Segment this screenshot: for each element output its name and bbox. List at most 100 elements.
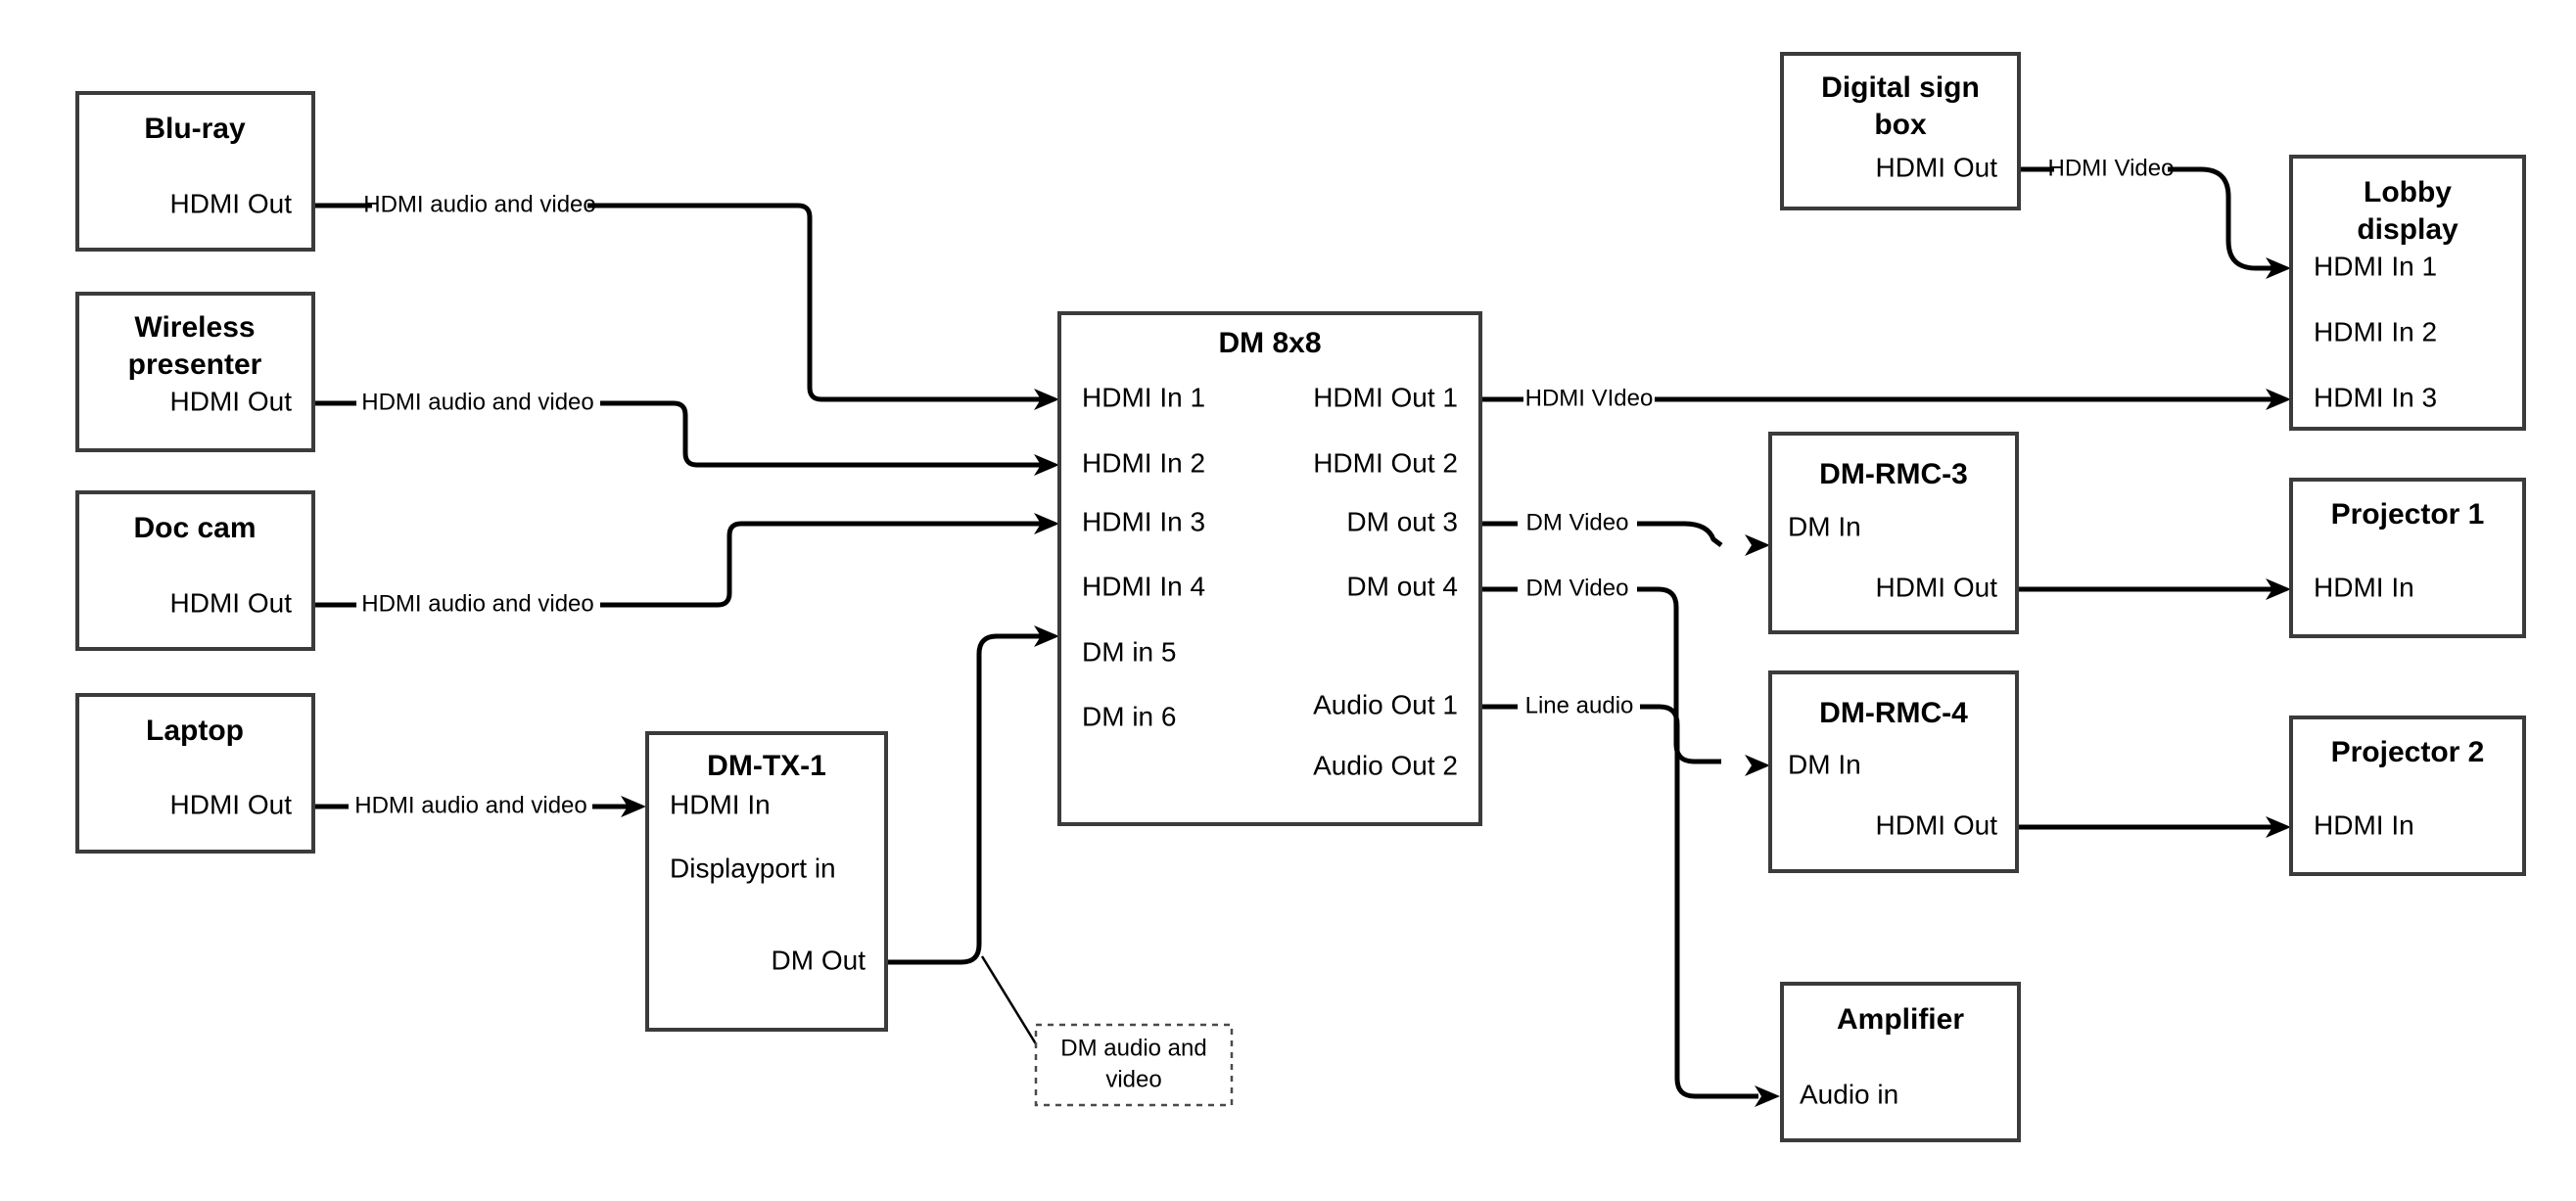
- device-lobby-display-box[interactable]: [2289, 155, 2526, 431]
- device-amplifier[interactable]: Amplifier Audio in: [1780, 982, 2021, 1142]
- device-wireless-presenter[interactable]: Wireless presenter HDMI Out: [75, 292, 315, 452]
- port-lobby-hdmi-in-2: HDMI In 2: [2314, 316, 2437, 346]
- device-lobby-display-title-line2: display: [2357, 213, 2459, 246]
- callout-dm-audio-and-video-box: [1034, 1023, 1234, 1107]
- port-laptop-hdmi-out: HDMI Out: [170, 789, 293, 819]
- callout-dm-audio-and-video-line1: DM audio and: [1060, 1035, 1206, 1061]
- port-dm8x8-hdmi-in-1: HDMI In 1: [1082, 382, 1205, 412]
- device-dm-tx-1-box[interactable]: [645, 731, 888, 1032]
- wire-dm8x8-dmout3-to-rmc3: DM Video: [1480, 509, 1770, 556]
- wire-label-bluray: HDMI audio and video: [363, 191, 595, 217]
- wire-label-laptop: HDMI audio and video: [354, 792, 586, 818]
- device-wireless-presenter-title-line1: Wireless: [134, 311, 255, 344]
- device-digital-sign-box[interactable]: Digital sign box HDMI Out: [1780, 52, 2021, 210]
- device-laptop-box[interactable]: [75, 693, 315, 854]
- port-dm8x8-hdmi-in-3: HDMI In 3: [1082, 506, 1205, 536]
- port-rmc4-hdmi-out: HDMI Out: [1876, 809, 1998, 840]
- wire-laptop-to-dmtx1: HDMI audio and video: [313, 792, 646, 818]
- device-laptop-title: Laptop: [146, 715, 244, 747]
- device-bluray-box[interactable]: [75, 91, 315, 252]
- wire-label-wireless: HDMI audio and video: [361, 389, 593, 415]
- device-amplifier-title: Amplifier: [1837, 1003, 1964, 1036]
- wire-digitalsign-to-lobby: HDMI Video: [2019, 155, 2291, 279]
- wire-dmtx1-to-dm8x8: [886, 625, 1059, 965]
- wire-rmc4-to-projector2: [2017, 816, 2291, 838]
- device-doc-cam-title: Doc cam: [133, 512, 256, 544]
- port-dm8x8-audio-out-2: Audio Out 2: [1313, 750, 1458, 780]
- port-dm8x8-hdmi-out-2: HDMI Out 2: [1313, 447, 1458, 478]
- port-bluray-hdmi-out: HDMI Out: [170, 188, 293, 218]
- device-dm-rmc-3[interactable]: DM-RMC-3 DM In HDMI Out: [1768, 432, 2019, 634]
- port-lobby-hdmi-in-3: HDMI In 3: [2314, 382, 2437, 412]
- device-lobby-display-title-line1: Lobby: [2364, 176, 2452, 208]
- device-dm-rmc-4[interactable]: DM-RMC-4 DM In HDMI Out: [1768, 670, 2019, 873]
- port-doccam-hdmi-out: HDMI Out: [170, 587, 293, 618]
- device-lobby-display[interactable]: Lobby display HDMI In 1 HDMI In 2 HDMI I…: [2289, 155, 2526, 431]
- port-dm8x8-hdmi-in-2: HDMI In 2: [1082, 447, 1205, 478]
- wire-label-dm-video-4: DM Video: [1526, 575, 1629, 601]
- wire-bluray-to-dm8x8: HDMI audio and video: [313, 191, 1059, 410]
- device-dm-8x8-title: DM 8x8: [1218, 327, 1321, 359]
- port-dmtx1-displayport-in: Displayport in: [670, 853, 836, 883]
- wire-wireless-to-dm8x8: HDMI audio and video: [313, 389, 1059, 476]
- wire-dm8x8-audioout1-to-amplifier: Line audio: [1480, 692, 1780, 1107]
- device-dm-rmc-3-box[interactable]: [1768, 432, 2019, 634]
- port-rmc4-dm-in: DM In: [1788, 749, 1861, 779]
- device-dm-tx-1[interactable]: DM-TX-1 HDMI In Displayport in DM Out: [645, 731, 888, 1032]
- port-lobby-hdmi-in-1: HDMI In 1: [2314, 251, 2437, 281]
- device-projector-2[interactable]: Projector 2 HDMI In: [2289, 716, 2526, 876]
- port-rmc3-dm-in: DM In: [1788, 511, 1861, 541]
- port-dm8x8-audio-out-1: Audio Out 1: [1313, 689, 1458, 719]
- device-doc-cam[interactable]: Doc cam HDMI Out: [75, 490, 315, 651]
- port-dmtx1-hdmi-in: HDMI In: [670, 789, 771, 819]
- device-wireless-presenter-title-line2: presenter: [128, 348, 262, 381]
- device-wireless-presenter-box[interactable]: [75, 292, 315, 452]
- device-amplifier-box[interactable]: [1780, 982, 2021, 1142]
- port-dm8x8-dm-in-6: DM in 6: [1082, 701, 1176, 731]
- device-bluray-title: Blu-ray: [144, 113, 246, 145]
- device-digital-sign-title-line1: Digital sign: [1821, 71, 1980, 104]
- port-rmc3-hdmi-out: HDMI Out: [1876, 572, 1998, 602]
- device-digital-sign-title-line2: box: [1874, 109, 1927, 141]
- wire-dm8x8-hdmiout1-to-lobby: HDMI VIdeo: [1480, 385, 2291, 411]
- port-amplifier-audio-in: Audio in: [1800, 1079, 1898, 1109]
- wire-doccam-to-dm8x8: HDMI audio and video: [313, 513, 1059, 617]
- port-digitalsign-hdmi-out: HDMI Out: [1876, 152, 1998, 182]
- device-dm-8x8[interactable]: DM 8x8 HDMI In 1 HDMI In 2 HDMI In 3 HDM…: [1057, 311, 1482, 826]
- wire-label-hdmi-video-sign: HDMI Video: [2048, 155, 2175, 181]
- device-bluray[interactable]: Blu-ray HDMI Out: [75, 91, 315, 252]
- device-projector-1-box[interactable]: [2289, 478, 2526, 638]
- wire-rmc3-to-projector1: [2017, 578, 2291, 600]
- callout-dm-audio-and-video-line2: video: [1105, 1066, 1161, 1092]
- port-dm8x8-hdmi-in-4: HDMI In 4: [1082, 571, 1205, 601]
- port-dm8x8-hdmi-out-1: HDMI Out 1: [1313, 382, 1458, 412]
- port-wireless-hdmi-out: HDMI Out: [170, 386, 293, 416]
- device-projector-1-title: Projector 1: [2331, 498, 2485, 531]
- port-projector1-hdmi-in: HDMI In: [2314, 572, 2414, 602]
- wire-label-doccam: HDMI audio and video: [361, 590, 593, 617]
- device-dm-8x8-box[interactable]: [1057, 311, 1482, 826]
- wire-dm8x8-dmout4-to-rmc4: DM Video: [1480, 575, 1770, 776]
- arrow-head-icon: [1745, 534, 1770, 556]
- callout-dm-audio-and-video: DM audio and video: [1034, 1023, 1234, 1107]
- port-projector2-hdmi-in: HDMI In: [2314, 809, 2414, 840]
- device-projector-1[interactable]: Projector 1 HDMI In: [2289, 478, 2526, 638]
- wire-label-line-audio: Line audio: [1525, 692, 1634, 718]
- callout-leader-dm-audio-video: [980, 955, 1045, 1056]
- device-projector-2-title: Projector 2: [2331, 736, 2485, 768]
- device-laptop[interactable]: Laptop HDMI Out: [75, 693, 315, 854]
- device-dm-rmc-3-title: DM-RMC-3: [1819, 458, 1968, 490]
- port-dm8x8-dm-out-4: DM out 4: [1346, 571, 1458, 601]
- port-dm8x8-dm-in-5: DM in 5: [1082, 636, 1176, 667]
- device-projector-2-box[interactable]: [2289, 716, 2526, 876]
- port-dm8x8-dm-out-3: DM out 3: [1346, 506, 1458, 536]
- device-dm-rmc-4-box[interactable]: [1768, 670, 2019, 873]
- wire-label-dm-video-3: DM Video: [1526, 509, 1629, 535]
- device-doc-cam-box[interactable]: [75, 490, 315, 651]
- arrow-head-icon: [1745, 755, 1770, 776]
- device-dm-tx-1-title: DM-TX-1: [707, 750, 826, 782]
- wire-label-hdmi-video-lobby: HDMI VIdeo: [1525, 385, 1654, 411]
- device-digital-sign-box-box[interactable]: [1780, 52, 2021, 210]
